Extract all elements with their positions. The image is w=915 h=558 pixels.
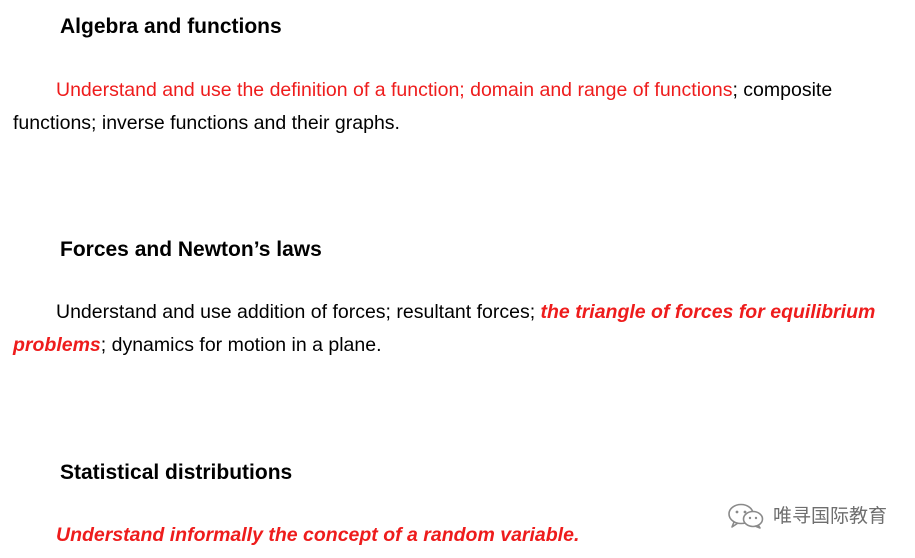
section-heading-statistics: Statistical distributions — [60, 461, 293, 484]
section-paragraph-algebra: Understand and use the definition of a f… — [13, 74, 903, 140]
red-bold-italic-text: Understand informally the concept of a r… — [56, 524, 580, 546]
wechat-icon — [727, 503, 765, 529]
section-paragraph-forces: Understand and use addition of forces; r… — [13, 296, 903, 362]
paragraph-text: Understand and use addition of forces; r… — [56, 301, 541, 323]
paragraph-text: ; dynamics for motion in a plane. — [100, 334, 382, 356]
red-highlight-text: Understand and use the definition of a f… — [56, 79, 733, 101]
section-heading-forces: Forces and Newton’s laws — [60, 238, 322, 261]
paragraph-text: ; composite functions; inverse functions… — [13, 79, 833, 134]
watermark: 唯寻国际教育 — [727, 503, 887, 529]
watermark-text: 唯寻国际教育 — [772, 505, 887, 527]
section-heading-algebra: Algebra and functions — [60, 15, 282, 38]
section-paragraph-statistics: Understand informally the concept of a r… — [13, 519, 903, 552]
red-bold-italic-text: the triangle of forces for equilibrium p… — [13, 301, 876, 356]
